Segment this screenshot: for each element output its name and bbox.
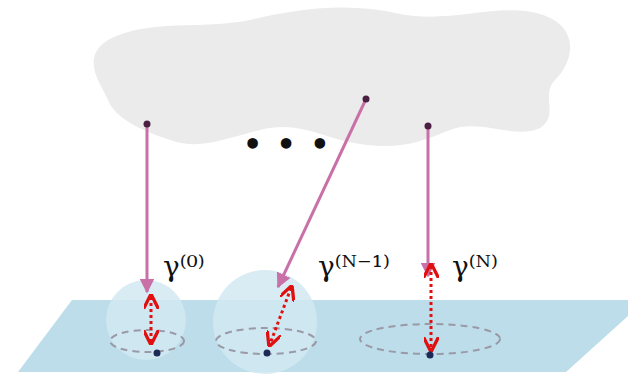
gamma-label: γ⁽⁰⁾ [163,252,205,283]
distance-arrow [430,266,433,349]
projected-point [264,350,271,357]
projected-point [427,352,434,359]
gamma-label: γ⁽ᴺ⁾ [452,252,498,283]
projection-arrow [427,126,430,276]
noise-sphere [213,270,317,374]
projected-point [154,350,161,357]
source-point [425,123,432,130]
source-point [144,121,151,128]
gamma-label: γ⁽ᴺ⁻¹⁾ [318,252,390,283]
ellipsis-mark: • • • [243,128,331,161]
source-point [363,96,370,103]
dashed-ellipse [110,330,184,352]
data-cloud [94,7,571,146]
distance-arrow [270,288,291,344]
projection-arrow [146,124,149,292]
distance-arrow [150,297,153,342]
